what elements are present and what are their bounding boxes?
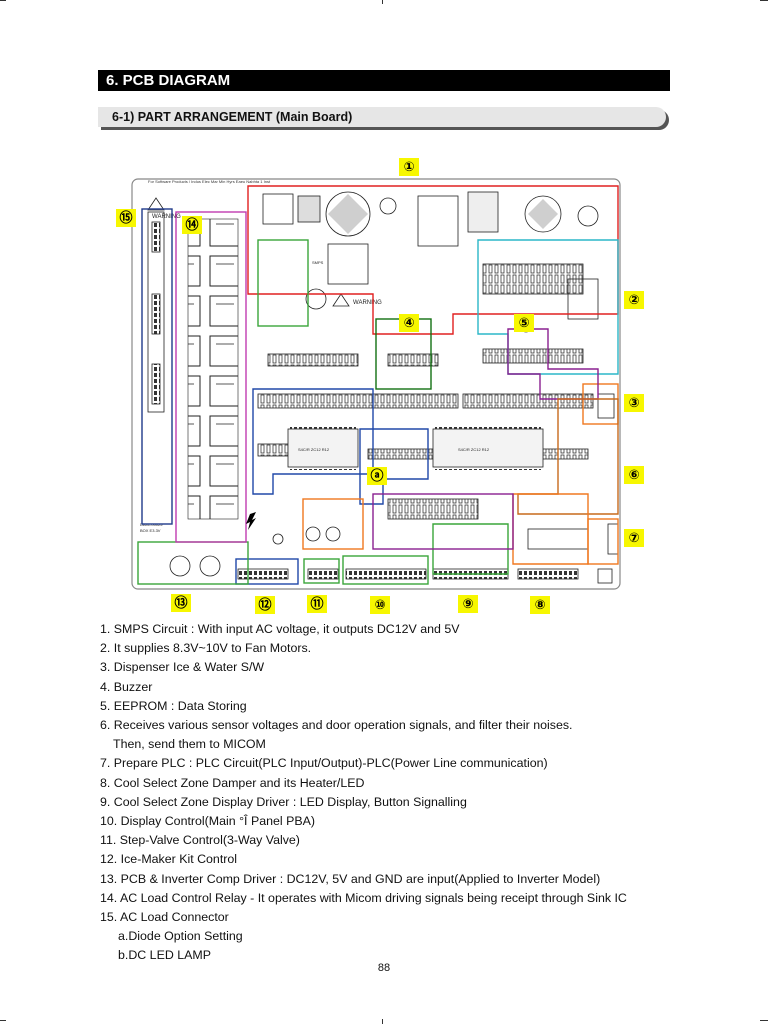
- list-item: 4. Buzzer: [100, 679, 153, 694]
- crop-mark: [760, 1020, 768, 1021]
- region-15-ac-connector: [141, 208, 173, 525]
- ic-label-1: S4C/R ZC12 R12: [298, 447, 330, 452]
- board-marking-c: SMPS: [312, 260, 324, 265]
- callout-9: ⑨: [458, 595, 478, 613]
- list-item: 13. PCB & Inverter Comp Driver : DC12V, …: [100, 871, 601, 886]
- callout-10: ⑩: [370, 596, 390, 614]
- components: S4C/R ZC12 R12 S4C/R ZC12 R12: [147, 191, 619, 584]
- part-description-list: 1. SMPS Circuit : With input AC voltage,…: [100, 620, 700, 966]
- section-title: 6. PCB DIAGRAM: [98, 70, 670, 91]
- list-item: 5. EEPROM : Data Storing: [100, 698, 247, 713]
- list-subitem: a.Diode Option Setting: [118, 929, 243, 944]
- warning-label-2: WARNING: [353, 300, 382, 306]
- pcb-diagram: For Software Products / Indus Elec Mar M…: [116, 158, 644, 614]
- header-note: For Software Products / Indus Elec Mar M…: [148, 179, 271, 184]
- callout-12: ⑫: [255, 596, 275, 614]
- pcb-board-drawing: For Software Products / Indus Elec Mar M…: [131, 178, 621, 590]
- callout-7: ⑦: [624, 529, 644, 547]
- list-item: 12. Ice-Maker Kit Control: [100, 852, 238, 867]
- callout-a: ⓐ: [367, 467, 387, 485]
- list-item: 14. AC Load Control Relay - It operates …: [100, 890, 627, 905]
- callout-13: ⑬: [171, 594, 191, 612]
- crop-mark: [760, 0, 768, 1]
- crop-mark: [382, 0, 383, 4]
- region-mid-ic: [252, 388, 374, 495]
- region-1-smps: [247, 185, 619, 335]
- callout-14: ⑭: [182, 216, 202, 234]
- board-marking-b: BOX E3.3V: [140, 528, 161, 533]
- callout-5: ⑤: [514, 314, 534, 332]
- list-item: 11. Step-Valve Control(3-Way Valve): [100, 833, 300, 848]
- crop-mark: [382, 1019, 383, 1024]
- ic-label-2: S4C/R ZC12 R12: [458, 447, 490, 452]
- callout-15: ⑮: [116, 209, 136, 227]
- crop-mark: [0, 0, 6, 1]
- crop-mark: [0, 1020, 6, 1021]
- list-item: 10. Display Control(Main °Î Panel PBA): [100, 814, 315, 829]
- list-item: Then, send them to MICOM: [113, 737, 266, 752]
- list-item: 7. Prepare PLC : PLC Circuit(PLC Input/O…: [100, 756, 548, 771]
- list-subitem: b.DC LED LAMP: [118, 948, 211, 963]
- page-number: 88: [377, 962, 391, 974]
- region-11-step-valve: [303, 558, 340, 584]
- list-item: 2. It supplies 8.3V~10V to Fan Motors.: [100, 641, 312, 656]
- region-10-display-control: [342, 555, 429, 585]
- callout-4: ④: [399, 314, 419, 332]
- callout-8: ⑧: [530, 596, 550, 614]
- callout-6: ⑥: [624, 466, 644, 484]
- callout-1: ①: [399, 158, 419, 176]
- region-lower-mid-2: [372, 493, 514, 550]
- region-9-display-driver: [432, 523, 509, 575]
- warning-label-1: WARNING: [152, 214, 181, 220]
- callout-11: ⑪: [307, 595, 327, 613]
- callout-3: ③: [624, 394, 644, 412]
- lamp-symbol: [246, 512, 256, 530]
- callout-2: ②: [624, 291, 644, 309]
- list-item: 9. Cool Select Zone Display Driver : LED…: [100, 794, 467, 809]
- region-12-ice-maker: [235, 558, 299, 585]
- list-item: 3. Dispenser Ice & Water S/W: [100, 660, 265, 675]
- region-smps-sub: [257, 239, 309, 327]
- subsection-title: 6-1) PART ARRANGEMENT (Main Board): [98, 107, 666, 127]
- list-item: 15. AC Load Connector: [100, 910, 229, 925]
- list-item: 6. Receives various sensor voltages and …: [100, 718, 573, 733]
- region-14-relays: [175, 211, 247, 543]
- list-item: 1. SMPS Circuit : With input AC voltage,…: [100, 622, 460, 636]
- list-item: 8. Cool Select Zone Damper and its Heate…: [100, 775, 365, 790]
- region-lower-mid: [302, 498, 364, 550]
